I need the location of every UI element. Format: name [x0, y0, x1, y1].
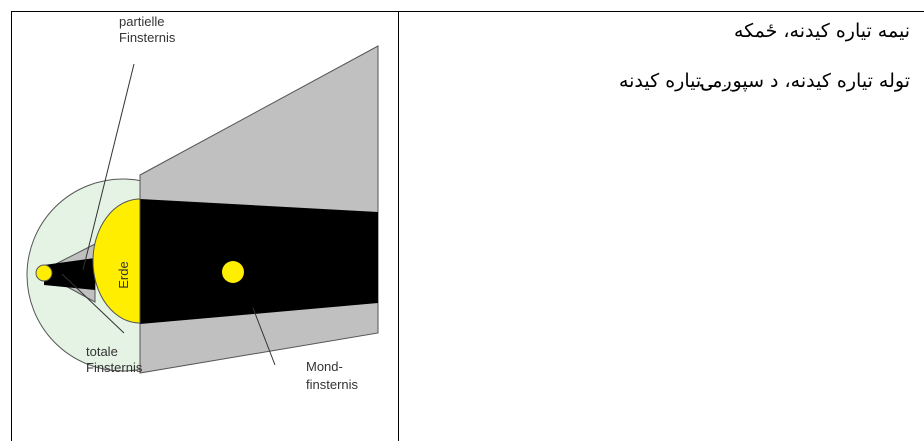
umbra-region	[140, 199, 378, 324]
partial-leader-line	[82, 63, 135, 271]
lunar-leader-line	[252, 307, 276, 366]
partial-label-line1: partielle	[119, 14, 165, 29]
total-label-line2: Finsternis	[86, 360, 143, 375]
total-leader-line	[61, 273, 125, 334]
diagram-cell	[11, 11, 399, 441]
total-eclipse-text: توله تیاره کیدنه، د سپوږمۍتیاره کیدنه	[618, 70, 910, 92]
lunar-label-line1: Mond-	[306, 359, 343, 374]
partial-label-line2: Finsternis	[119, 30, 176, 45]
partial-eclipse-text: نیمه تیاره کیدنه، ځمکه	[733, 20, 910, 42]
earth-disc	[92, 198, 141, 324]
earth-label: Erde	[116, 261, 131, 288]
eclipse-diagram: partielle Finsternis totale Finsternis M…	[26, 14, 379, 392]
table-top-border	[398, 11, 924, 12]
sun-disc	[35, 264, 53, 282]
lunar-label-line2: finsternis	[306, 377, 359, 392]
moon-disc	[222, 261, 244, 283]
total-label-line1: totale	[86, 344, 118, 359]
total-shadow-cone	[44, 258, 95, 290]
table-frame	[11, 11, 924, 441]
